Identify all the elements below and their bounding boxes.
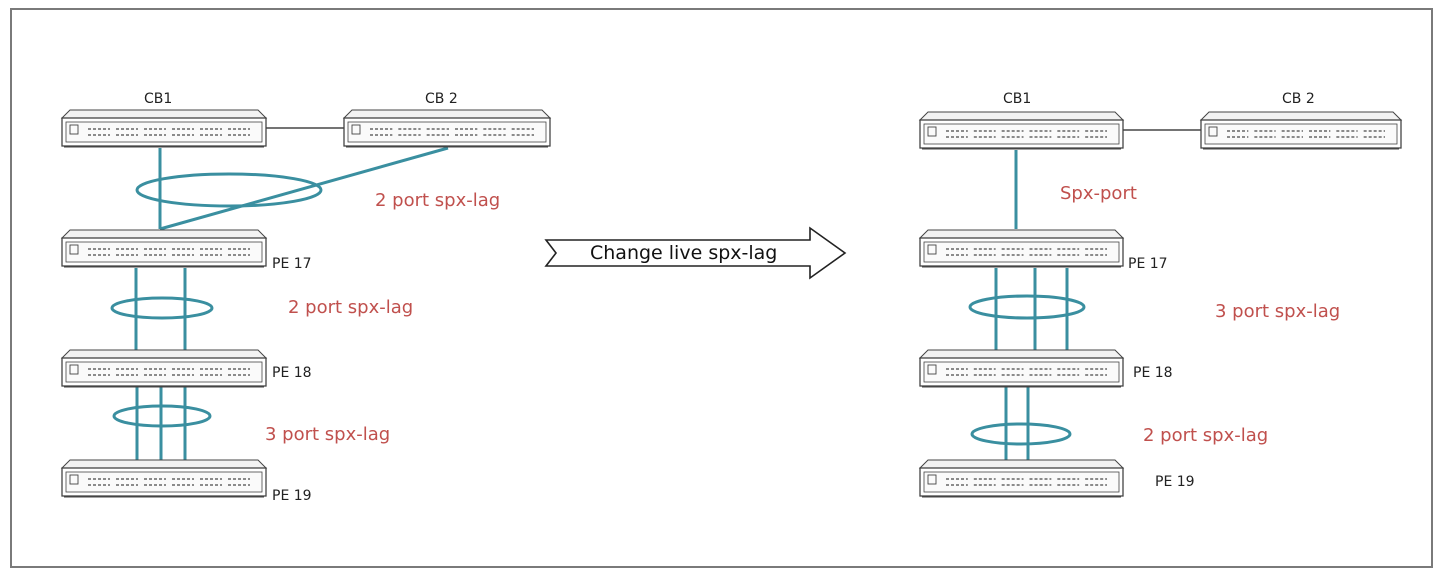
label-cb1-left: CB1 <box>144 91 172 107</box>
switch-panel <box>347 121 547 143</box>
switch-pe18-right <box>918 349 1125 388</box>
link-label-cb1-pe17: Spx-port <box>1060 183 1137 204</box>
switch-cb2-left <box>342 109 552 148</box>
switch-panel <box>65 121 263 143</box>
switch-logo-icon <box>927 474 937 485</box>
switch-logo-icon <box>69 364 79 375</box>
switch-top-face <box>60 349 268 359</box>
switch-panel <box>923 241 1120 263</box>
label-pe17-right: PE 17 <box>1128 256 1168 272</box>
lag-ring-cb-pe17 <box>135 172 323 208</box>
switch-logo-icon <box>927 364 937 375</box>
label-pe18-right: PE 18 <box>1133 365 1173 381</box>
switch-logo-icon <box>69 244 79 255</box>
switch-cb2-right <box>1199 111 1403 150</box>
label-cb2-left: CB 2 <box>425 91 458 107</box>
lag-label-pe18-pe19-left: 3 port spx-lag <box>265 424 390 445</box>
switch-top-face <box>60 229 268 239</box>
label-pe19-right: PE 19 <box>1155 474 1195 490</box>
switch-cb1-right <box>918 111 1125 150</box>
switch-logo-icon <box>69 124 79 135</box>
switch-top-face <box>60 459 268 469</box>
switch-pe17-right <box>918 229 1125 268</box>
link-cb2-pe17-left <box>159 146 449 231</box>
switch-logo-icon <box>69 474 79 485</box>
switch-top-face <box>918 459 1125 469</box>
switch-panel <box>923 471 1120 493</box>
switches-layer <box>60 109 1403 498</box>
switch-top-face <box>1199 111 1403 121</box>
lag-label-cb-pe17: 2 port spx-lag <box>375 190 500 211</box>
switch-top-face <box>918 349 1125 359</box>
lag-label-pe17-pe18-left: 2 port spx-lag <box>288 297 413 318</box>
change-arrow: Change live spx-lag <box>544 226 847 280</box>
switch-panel <box>65 241 263 263</box>
label-cb1-right: CB1 <box>1003 91 1031 107</box>
switch-panel <box>65 361 263 383</box>
switch-logo-icon <box>351 124 361 135</box>
switch-panel <box>65 471 263 493</box>
links-layer <box>110 127 1203 463</box>
switch-panel <box>1204 123 1398 145</box>
lag-ring-pe17-pe18-right <box>968 294 1086 320</box>
switch-pe19-left <box>60 459 268 498</box>
switch-top-face <box>918 229 1125 239</box>
switch-pe19-right <box>918 459 1125 498</box>
switch-panel <box>923 123 1120 145</box>
label-pe18-left: PE 18 <box>272 365 312 381</box>
switch-top-face <box>60 109 268 119</box>
lag-ring-pe18-pe19-left <box>112 404 212 428</box>
switch-top-face <box>918 111 1125 121</box>
label-cb2-right: CB 2 <box>1282 91 1315 107</box>
lag-label-pe17-pe18-right: 3 port spx-lag <box>1215 301 1340 322</box>
lag-ring-pe17-pe18-left <box>110 296 214 320</box>
label-pe19-left: PE 19 <box>272 488 312 504</box>
switch-logo-icon <box>927 244 937 255</box>
switch-logo-icon <box>1208 126 1218 137</box>
switch-pe18-left <box>60 349 268 388</box>
lag-ring-pe18-pe19-right <box>970 422 1072 446</box>
arrow-label: Change live spx-lag <box>590 242 777 264</box>
lag-label-pe18-pe19-right: 2 port spx-lag <box>1143 425 1268 446</box>
switch-cb1-left <box>60 109 268 148</box>
switch-pe17-left <box>60 229 268 268</box>
switch-panel <box>923 361 1120 383</box>
switch-logo-icon <box>927 126 937 137</box>
label-pe17-left: PE 17 <box>272 256 312 272</box>
switch-top-face <box>342 109 552 119</box>
